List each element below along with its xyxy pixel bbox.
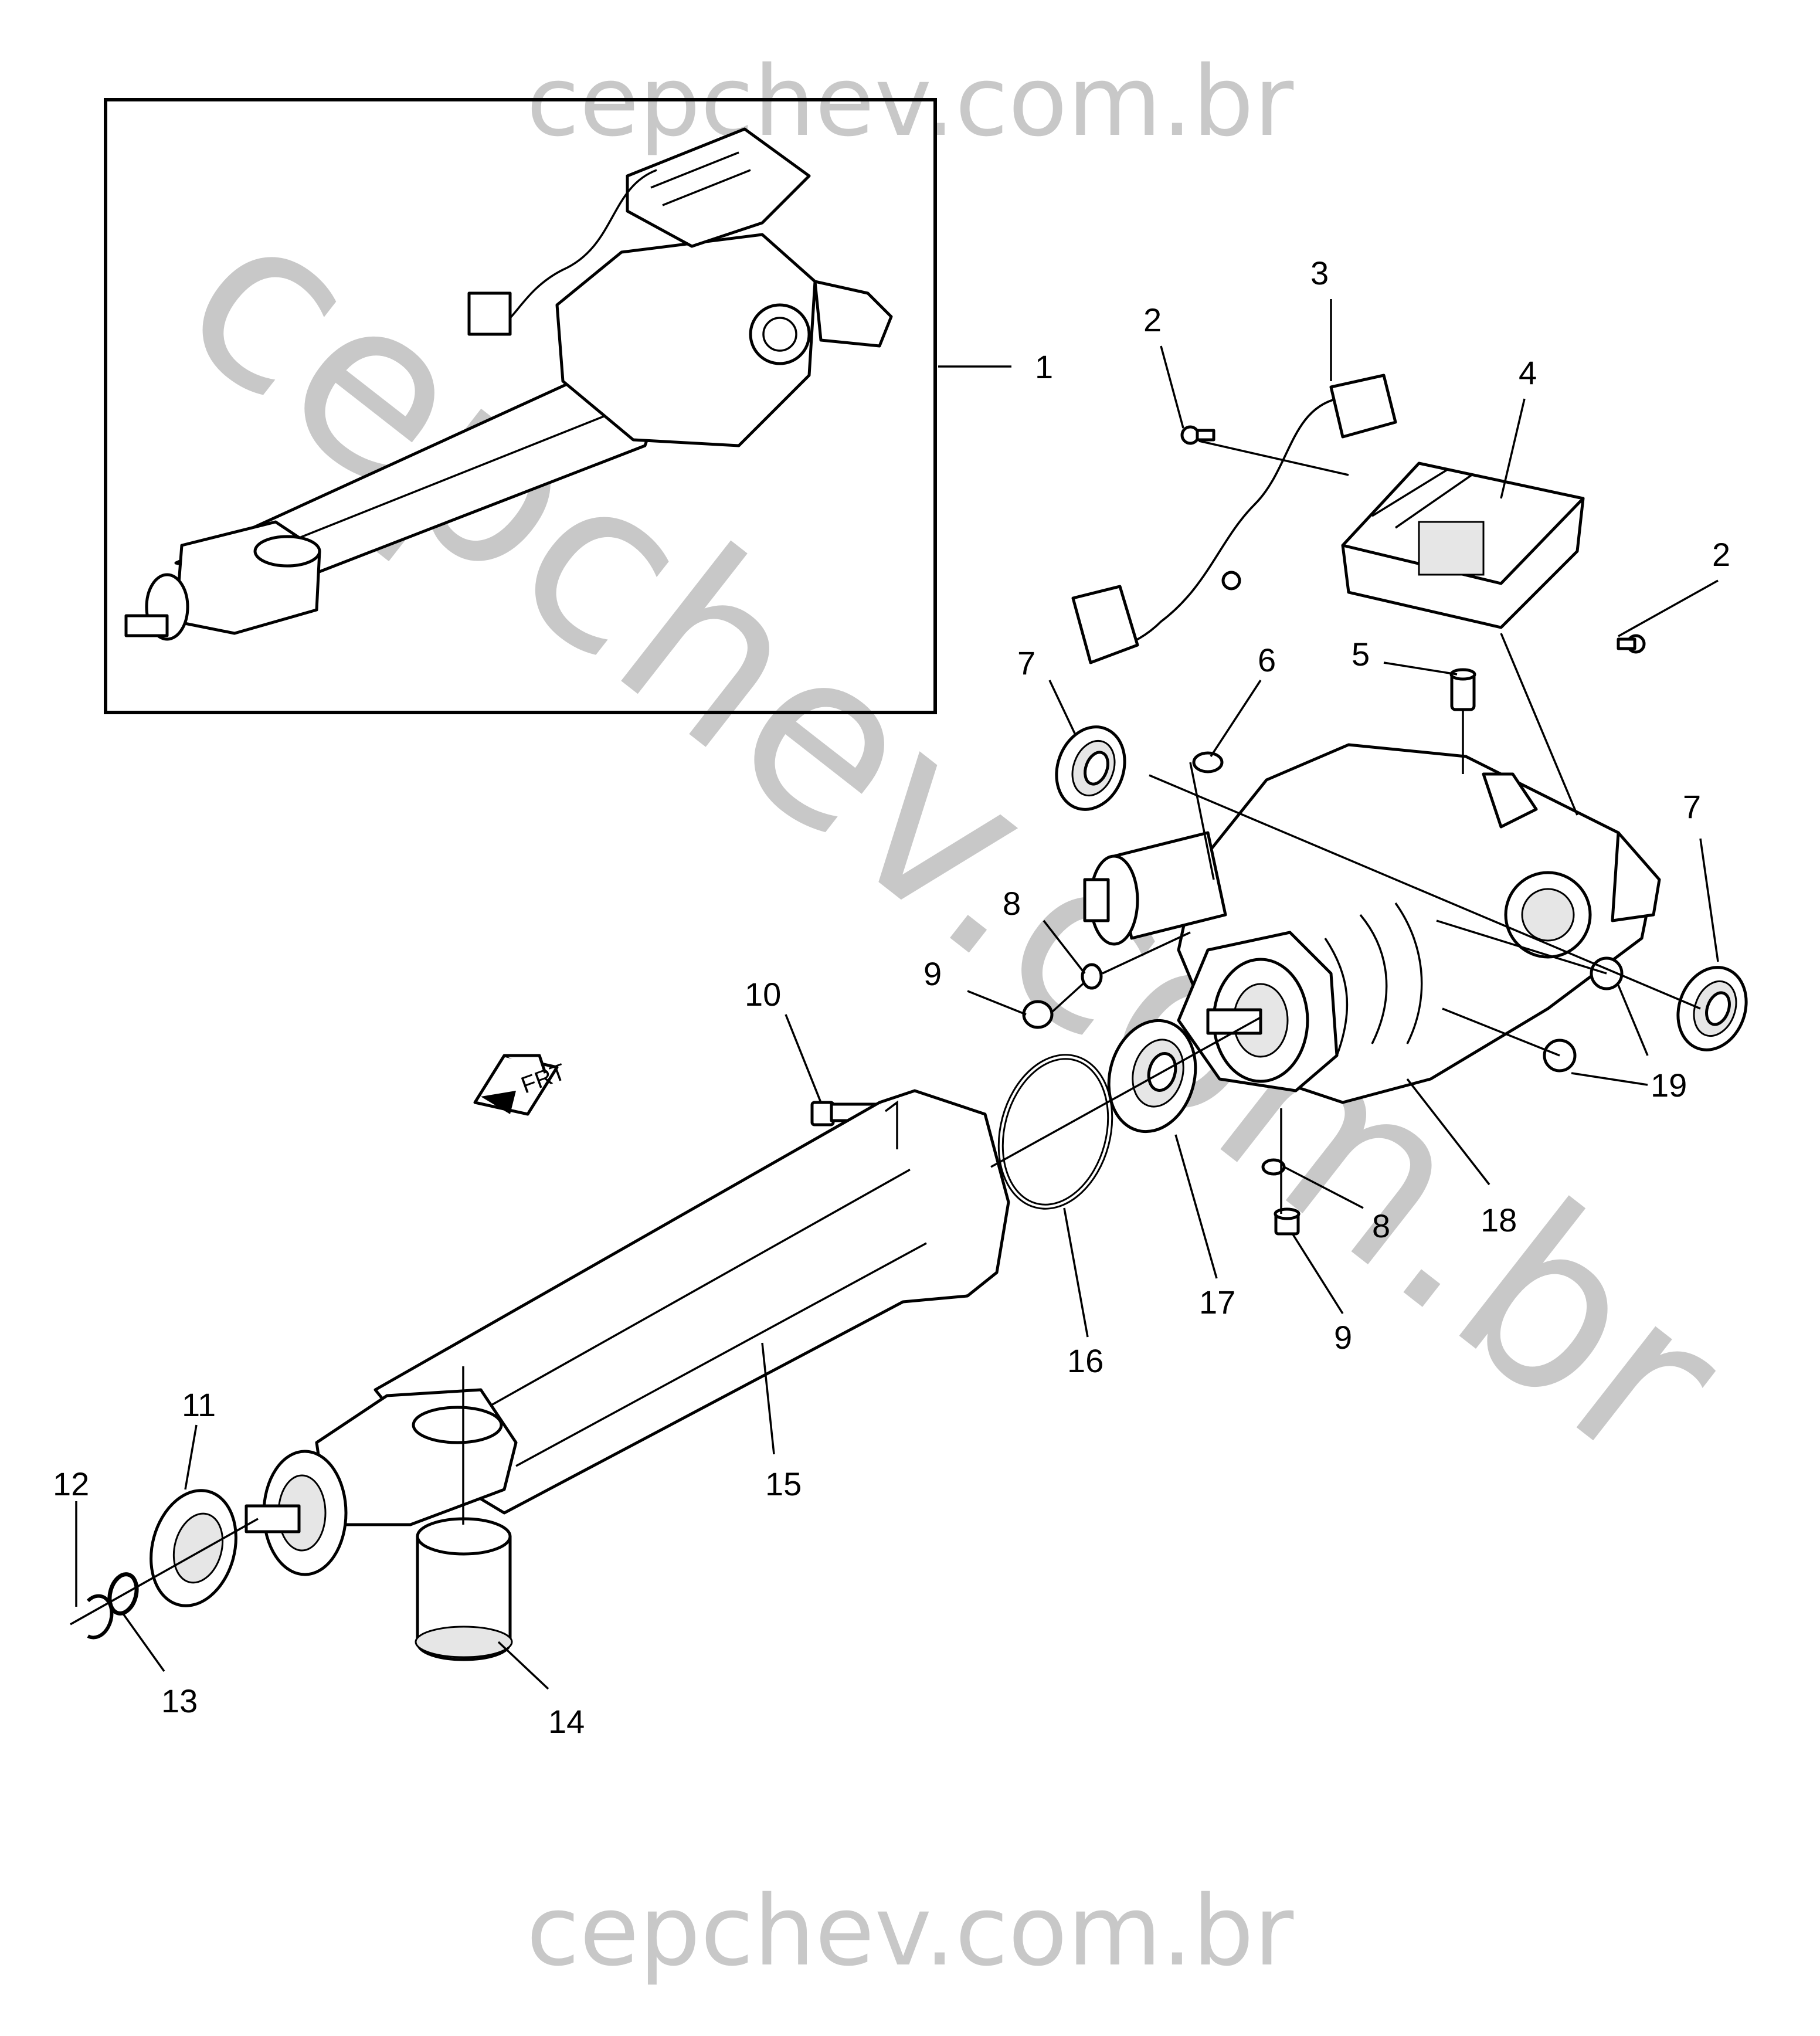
assembled-view-inset (104, 98, 937, 714)
callout-7b: 7 (1683, 788, 1701, 825)
callout-15: 15 (765, 1465, 802, 1502)
callout-2b: 2 (1712, 536, 1730, 573)
callout-19: 19 (1651, 1067, 1687, 1104)
callout-16: 16 (1067, 1342, 1103, 1379)
bolt-2a (1180, 425, 1215, 445)
callout-8a: 8 (1003, 885, 1021, 922)
callout-10: 10 (745, 976, 781, 1013)
callout-5: 5 (1352, 636, 1370, 673)
o-ring (997, 1054, 1113, 1210)
callout-9b: 9 (1334, 1319, 1352, 1356)
callout-4: 4 (1519, 354, 1537, 391)
plug (1192, 751, 1224, 773)
seal-left (1055, 725, 1126, 811)
washer-8a (1081, 963, 1103, 990)
plug-9b (1274, 1207, 1301, 1236)
wiring-harness (1071, 374, 1397, 664)
front-orientation-indicator: FRT (473, 1054, 569, 1116)
watermark-bottom: cepchev.com.br (527, 1875, 1294, 1987)
callout-7a: 7 (1017, 644, 1035, 681)
control-module (1341, 462, 1585, 629)
callout-labels: 1 2 2 3 4 5 6 7 7 8 8 9 9 10 11 12 13 14… (53, 254, 1730, 1740)
differential-housing (1083, 743, 1661, 1104)
alignment-lines (70, 440, 1701, 1626)
callout-8b: 8 (1372, 1207, 1390, 1244)
axle-seal (150, 1489, 237, 1607)
callout-17: 17 (1199, 1284, 1235, 1321)
callout-2a: 2 (1143, 301, 1162, 338)
leader-lines (75, 299, 1719, 1690)
bushing (415, 1517, 513, 1661)
callout-6: 6 (1258, 642, 1276, 678)
callout-1: 1 (1035, 348, 1053, 385)
callout-18: 18 (1481, 1202, 1517, 1238)
callout-9a: 9 (923, 955, 942, 992)
retaining-ring (107, 1572, 139, 1616)
callout-12: 12 (53, 1465, 89, 1502)
axle-tube (245, 1089, 1010, 1576)
bolt-2b (1617, 634, 1646, 654)
callout-11: 11 (182, 1386, 216, 1423)
seal-right (1676, 966, 1748, 1051)
callout-3: 3 (1310, 254, 1329, 291)
snap-clip (86, 1594, 114, 1640)
plug-9a (1022, 1000, 1054, 1029)
callout-14: 14 (548, 1703, 585, 1740)
callout-13: 13 (161, 1682, 198, 1719)
bearing-seal (1107, 1019, 1197, 1134)
vent-fitting (1449, 668, 1476, 711)
